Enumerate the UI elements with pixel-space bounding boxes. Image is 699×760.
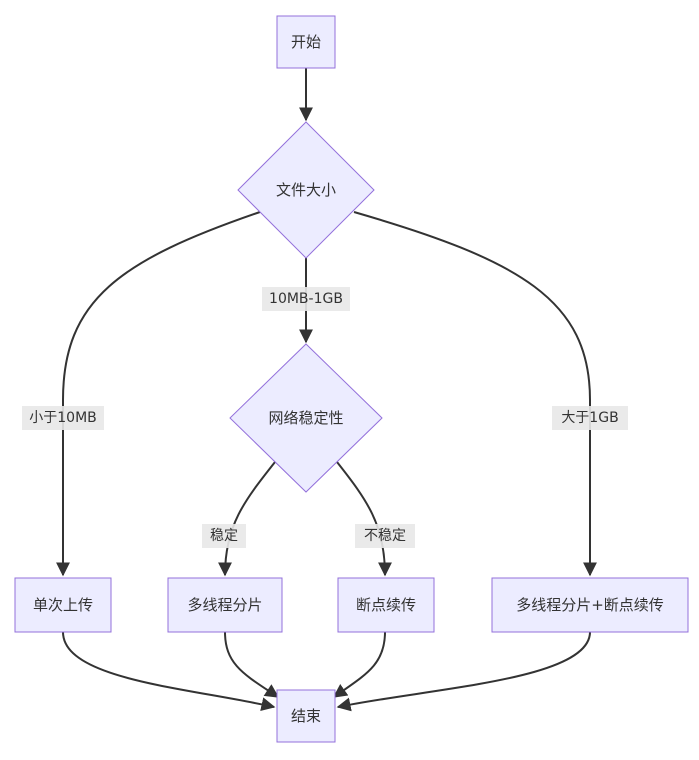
edge-filesize-to-single bbox=[56, 211, 261, 577]
edge-label-unstable: 不稳定 bbox=[355, 524, 415, 548]
edge-filesize-to-multiresume bbox=[353, 211, 597, 577]
edge-multithread-to-end bbox=[224, 631, 280, 698]
edge-label-mid: 10MB-1GB bbox=[262, 287, 350, 311]
svg-text:文件大小: 文件大小 bbox=[276, 181, 336, 199]
svg-text:结束: 结束 bbox=[291, 707, 321, 725]
node-single-upload: 单次上传 bbox=[14, 577, 112, 633]
edge-label-stable: 稳定 bbox=[202, 524, 246, 548]
svg-text:多线程分片+断点续传: 多线程分片+断点续传 bbox=[516, 596, 664, 614]
svg-text:小于10MB: 小于10MB bbox=[29, 410, 97, 426]
svg-text:断点续传: 断点续传 bbox=[356, 596, 416, 614]
node-multithread-resume: 多线程分片+断点续传 bbox=[491, 577, 689, 633]
node-file-size: 文件大小 bbox=[237, 121, 375, 259]
node-network-stability: 网络稳定性 bbox=[229, 343, 383, 493]
svg-text:不稳定: 不稳定 bbox=[364, 528, 406, 544]
node-end: 结束 bbox=[276, 689, 336, 743]
node-resume: 断点续传 bbox=[337, 577, 435, 633]
edge-label-gt1: 大于1GB bbox=[552, 406, 628, 430]
edge-single-to-end bbox=[62, 631, 276, 712]
edge-multiresume-to-end bbox=[336, 631, 591, 712]
svg-text:网络稳定性: 网络稳定性 bbox=[268, 409, 343, 427]
edge-network-to-multithread bbox=[218, 461, 276, 577]
node-start: 开始 bbox=[276, 15, 336, 69]
node-multithread: 多线程分片 bbox=[167, 577, 283, 633]
edge-resume-to-end bbox=[332, 631, 386, 698]
svg-text:大于1GB: 大于1GB bbox=[561, 410, 618, 426]
edge-label-lt10: 小于10MB bbox=[22, 406, 104, 430]
edge-network-to-resume bbox=[336, 461, 392, 577]
svg-text:稳定: 稳定 bbox=[210, 528, 238, 544]
svg-text:单次上传: 单次上传 bbox=[33, 596, 93, 614]
svg-text:开始: 开始 bbox=[291, 33, 321, 51]
svg-text:多线程分片: 多线程分片 bbox=[187, 596, 262, 614]
svg-text:10MB-1GB: 10MB-1GB bbox=[269, 291, 343, 307]
